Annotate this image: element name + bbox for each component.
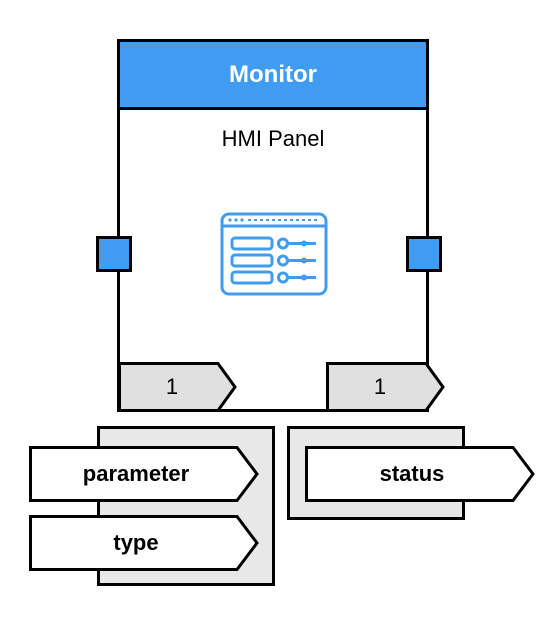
input-count-tab: 1 [118,362,238,412]
output-status-label: status [379,461,445,486]
output-status[interactable]: status [305,446,537,502]
output-port[interactable] [406,236,442,272]
input-count-label: 1 [165,374,179,399]
input-parameter-shape [29,446,259,502]
input-type-shape [29,515,259,571]
output-status-shape [305,446,535,502]
input-parameter-label: parameter [82,461,190,486]
output-count-tab-shape [326,362,445,412]
input-port[interactable] [96,236,132,272]
hmi-panel-icon [220,212,328,296]
monitor-block[interactable]: Monitor HMI Panel [117,39,429,412]
block-title: Monitor [120,42,426,110]
input-count-tab-shape [118,362,237,412]
block-subtitle: HMI Panel [221,126,325,151]
input-type[interactable]: type [29,515,261,571]
output-count-label: 1 [373,374,387,399]
input-type-label: type [113,530,159,555]
input-parameter[interactable]: parameter [29,446,261,502]
output-count-tab: 1 [326,362,446,412]
